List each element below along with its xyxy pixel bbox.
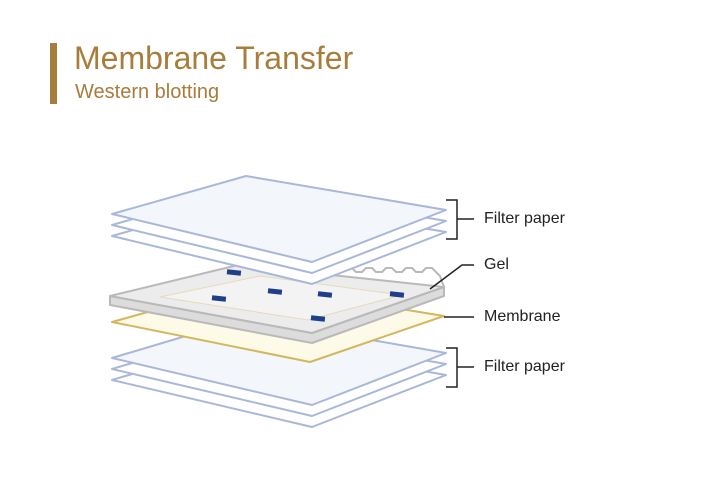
page-title: Membrane Transfer [74,40,354,76]
label-filter-paper-bottom: Filter paper [484,358,565,375]
filter-top-bracket [446,199,474,240]
protein-band [267,288,283,295]
label-membrane: Membrane [484,308,561,325]
label-filter-paper-top: Filter paper [484,210,565,227]
protein-band [310,315,326,322]
gel-slab [109,264,445,344]
label-gel: Gel [484,256,509,273]
protein-band [317,291,333,298]
protein-band [211,295,227,302]
protein-band [226,269,242,276]
filter-bottom-bracket [446,347,474,388]
filter-sheet-top-1 [111,175,447,263]
title-accent-bar [50,43,57,104]
page-subtitle: Western blotting [75,81,220,103]
protein-band [389,291,405,298]
gel-well-comb [341,267,445,288]
gel-leader-line [429,264,474,290]
filter-paper-top-stack [111,175,447,285]
